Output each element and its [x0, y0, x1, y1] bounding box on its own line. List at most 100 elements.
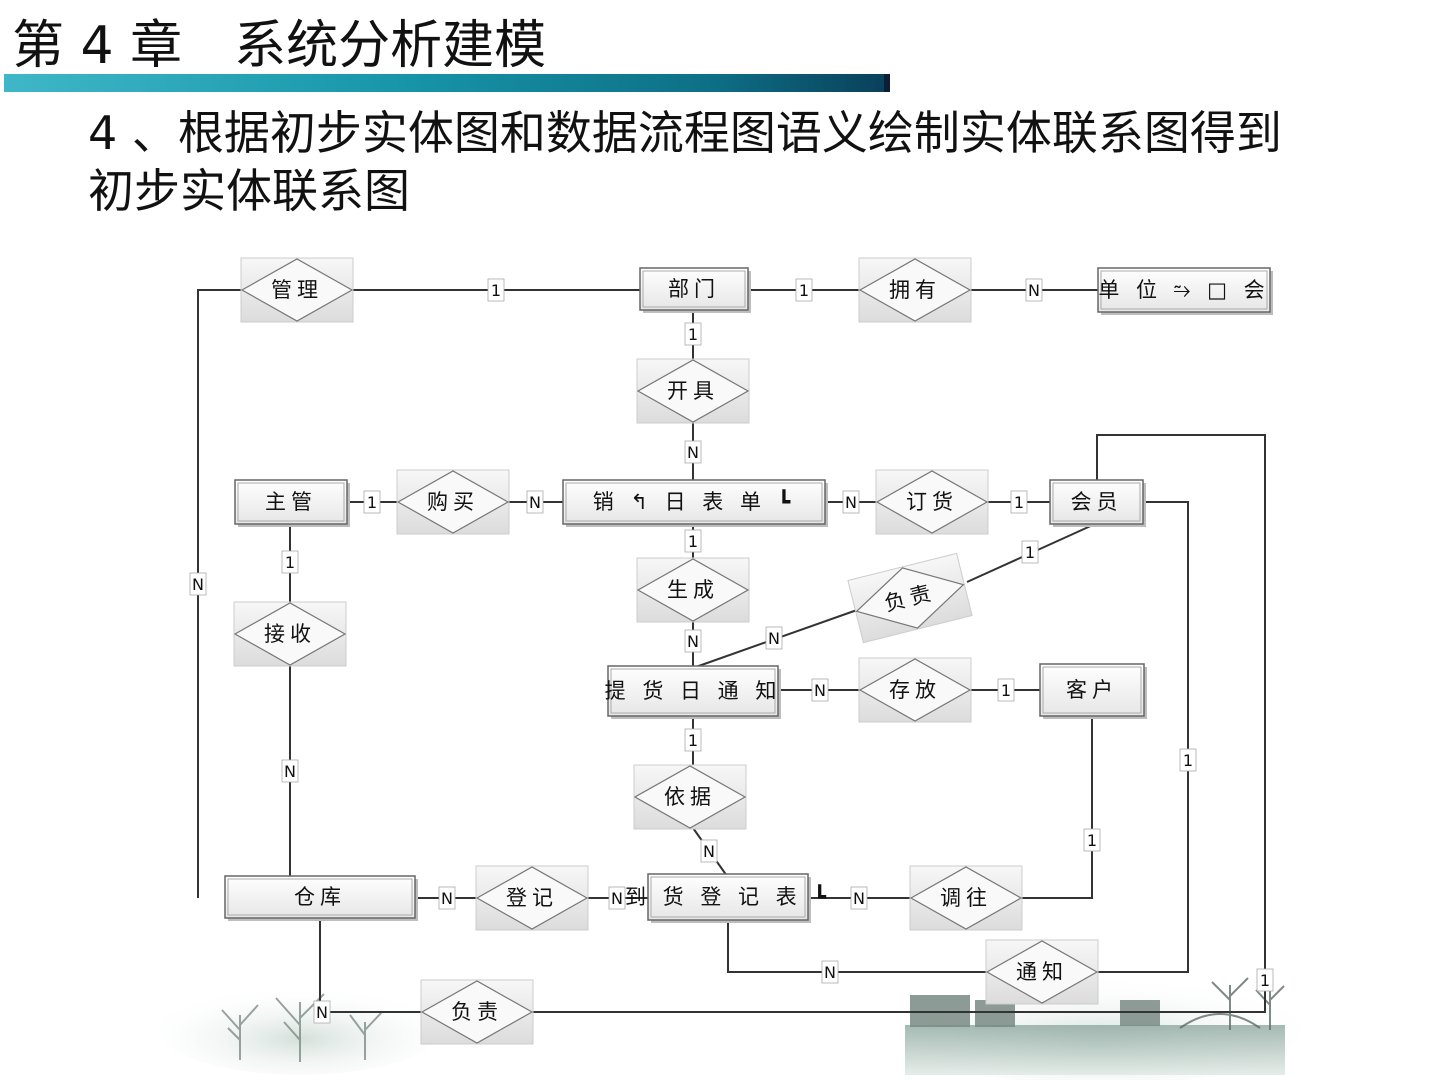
connector-line	[1097, 501, 1189, 973]
cardinality-c15: N	[811, 678, 829, 702]
entity-inner-rect	[1052, 482, 1141, 522]
title-underline-bar	[4, 74, 890, 92]
cardinality-label: N	[611, 889, 623, 908]
title-underline-cap	[884, 74, 890, 92]
entity-inner-rect	[1042, 666, 1142, 714]
rel-basis-diamond: 依据	[633, 764, 747, 830]
rel-order-diamond: 订货	[875, 469, 989, 535]
entity-rect	[1049, 479, 1144, 525]
rel-receive-diamond: 接收	[233, 601, 347, 667]
cardinality-box	[608, 886, 626, 910]
diamond-shape	[858, 258, 972, 322]
cardinality-box	[526, 490, 544, 514]
subtitle-line-2: 初步实体联系图	[88, 164, 410, 218]
relationship-label: 订货	[906, 490, 958, 514]
entity-inner-rect	[237, 482, 345, 522]
cardinality-c24: 1	[1179, 748, 1197, 772]
cardinality-c1: 1	[487, 278, 505, 302]
cardinality-c18: N	[281, 759, 299, 783]
rel-register-diamond: 登记	[475, 865, 589, 931]
entity-rect	[562, 479, 826, 525]
relationship-label: 存放	[889, 678, 941, 702]
entity-rect	[224, 875, 416, 919]
cardinality-label: 1	[1001, 681, 1011, 700]
cardinality-box	[684, 728, 702, 752]
cardinality-box	[281, 550, 299, 574]
cardinality-label: 1	[367, 493, 377, 512]
cardinality-label: N	[703, 842, 715, 861]
entity-inner-rect	[565, 482, 823, 522]
entity-label: 会员	[1071, 490, 1123, 514]
cardinality-c20: 1	[684, 728, 702, 752]
entity-inner-rect	[610, 668, 776, 714]
cardinality-label: 1	[285, 553, 295, 572]
entity-inner-rect	[650, 876, 806, 918]
diamond-shape	[636, 359, 750, 423]
cardinality-c28: 1	[1256, 968, 1274, 992]
cardinality-c21: N	[438, 886, 456, 910]
relationship-label: 开具	[667, 379, 719, 403]
cardinality-label: N	[316, 1003, 328, 1022]
rel-responsible-tilted-diamond: 负责	[847, 552, 973, 644]
cardinality-box	[795, 278, 813, 302]
cardinality-label: N	[441, 889, 453, 908]
cardinality-label: 1	[1014, 493, 1024, 512]
cardinality-c3: N	[1025, 278, 1043, 302]
cardinality-label: N	[687, 443, 699, 462]
cardinality-box	[684, 629, 702, 653]
cardinality-box	[684, 529, 702, 553]
cardinality-label: N	[529, 493, 541, 512]
cardinality-box	[821, 960, 839, 984]
cardinality-box	[684, 440, 702, 464]
relationship-label: 生成	[667, 578, 719, 602]
cardinality-label: 1	[688, 731, 698, 750]
cardinality-box	[765, 626, 783, 650]
entity-label: 主管	[265, 490, 317, 514]
cardinality-c5: N	[684, 440, 702, 464]
diamond-shape	[475, 866, 589, 930]
entity-rect	[1039, 663, 1145, 717]
connector-line	[533, 434, 1266, 1013]
entity-label: 销 ↰ 日 表 单 ┗	[593, 489, 796, 514]
connector-line	[197, 289, 242, 898]
entity-label: 部门	[668, 277, 720, 301]
cardinality-box	[842, 490, 860, 514]
entity-box-pickup-notice: 提 货 日 通 知	[605, 665, 781, 719]
entity-box-arrival-register: 到 货 登 记 表 ┗	[625, 873, 826, 923]
cardinality-bottom-left: N	[313, 1000, 331, 1024]
cardinality-box	[281, 759, 299, 783]
relationship-label: 登记	[506, 886, 558, 910]
cardinality-label: N	[845, 493, 857, 512]
entity-inner-rect	[1100, 270, 1268, 310]
cardinality-box	[850, 886, 868, 910]
relationship-label: 调往	[940, 886, 992, 910]
cardinality-label: N	[192, 575, 204, 594]
cardinality-box	[189, 572, 207, 596]
entity-rect	[234, 479, 348, 525]
rel-generate-diamond: 生成	[636, 557, 750, 623]
cardinality-box	[1010, 490, 1028, 514]
rel-transfer-diamond: 调往	[909, 865, 1023, 931]
cardinality-box	[1083, 828, 1101, 852]
cardinality-c11: 1	[281, 550, 299, 574]
rel-manage-diamond: 管理	[240, 257, 354, 323]
cardinality-label: 1	[1183, 751, 1193, 770]
cardinality-c10: N	[189, 572, 207, 596]
entity-rect	[607, 665, 779, 717]
cardinality-c25: N	[850, 886, 868, 910]
diamond-shape	[636, 558, 750, 622]
cardinality-c6: 1	[363, 490, 381, 514]
entity-rect	[639, 267, 749, 311]
rel-buy-diamond: 购买	[396, 469, 510, 535]
relationship-label: 接收	[264, 622, 316, 646]
cardinality-label: 1	[688, 532, 698, 551]
diamond-shape	[233, 602, 347, 666]
entity-rect	[1097, 267, 1271, 313]
cardinality-c14: N	[765, 626, 783, 650]
entity-label: 仓库	[294, 885, 346, 909]
diamond-shape	[396, 470, 510, 534]
rel-responsible-diamond: 负责	[420, 979, 534, 1045]
cardinality-box	[363, 490, 381, 514]
cardinality-label: N	[768, 629, 780, 648]
